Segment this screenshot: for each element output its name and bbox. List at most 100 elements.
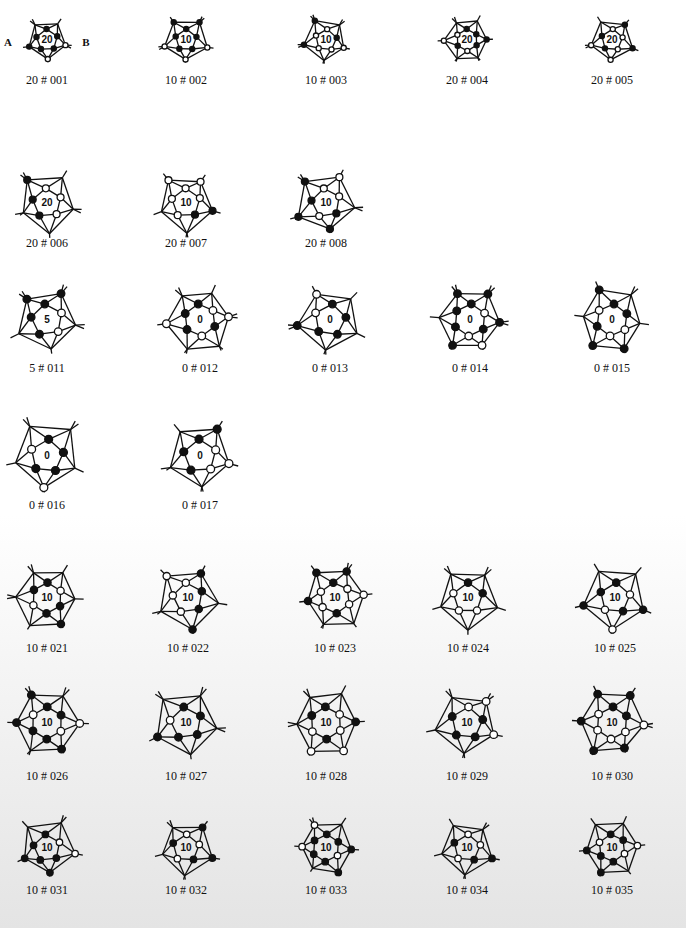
graph-vertex (41, 300, 49, 308)
graph-edge (17, 695, 32, 723)
configuration-graph (161, 421, 238, 492)
graph-vertex (13, 719, 21, 727)
configuration-caption: 0 # 017 (182, 499, 218, 511)
graph-edge (27, 751, 30, 754)
charge-number: 0 (467, 315, 473, 325)
graph-edge (598, 694, 631, 695)
graph-vertex (478, 342, 486, 350)
graph-vertex (225, 313, 233, 321)
graph-vertex (465, 48, 470, 53)
graph-vertex (607, 735, 615, 743)
configuration-caption: 0 # 014 (452, 362, 488, 374)
graph-edge (321, 624, 324, 628)
configuration-graph (6, 417, 83, 492)
configuration-caption: 10 # 024 (447, 642, 489, 654)
graph-edge (180, 429, 217, 432)
configuration-caption: 0 # 012 (182, 362, 218, 374)
graph-edge (324, 350, 326, 354)
configuration-graph (438, 15, 493, 61)
graph-vertex (441, 38, 446, 43)
graph-vertex (484, 290, 492, 298)
charge-number: 10 (320, 198, 331, 208)
graph-vertex (36, 212, 43, 219)
graph-edge (62, 723, 80, 749)
graph-edge (217, 728, 225, 732)
graph-edge (161, 576, 167, 611)
graph-vertex (471, 856, 477, 862)
graph-edge (323, 623, 353, 625)
graph-vertex (595, 710, 603, 718)
graph-vertex (606, 332, 614, 340)
graph-edge (323, 61, 325, 64)
graph-edge (485, 569, 492, 575)
graph-vertex (51, 46, 56, 51)
graph-edge (594, 564, 599, 572)
graph-vertex (55, 34, 60, 39)
configuration-caption: 0 # 015 (594, 362, 630, 374)
charge-number: 10 (41, 843, 52, 853)
graph-vertex (329, 300, 337, 308)
graph-vertex (63, 43, 68, 48)
graph-edge (315, 21, 340, 25)
graph-vertex (197, 178, 204, 185)
graph-vertex (44, 27, 49, 32)
vertex-letter: A (4, 37, 12, 48)
graph-vertex (343, 568, 350, 575)
graph-vertex (311, 822, 317, 828)
graph-vertex (590, 747, 598, 755)
graph-edge (63, 689, 69, 696)
graph-edge (30, 749, 61, 751)
graph-vertex (301, 42, 306, 47)
graph-vertex (333, 610, 340, 617)
graph-edge (63, 565, 68, 572)
graph-vertex (639, 606, 646, 613)
charge-number: 20 (606, 35, 617, 45)
graph-vertex (335, 839, 341, 845)
graph-vertex (317, 588, 324, 595)
graph-vertex (299, 843, 305, 849)
graph-edge (76, 325, 84, 329)
graph-vertex (595, 307, 603, 315)
graph-vertex (53, 855, 59, 861)
graph-vertex (455, 855, 461, 861)
graph-vertex (479, 716, 487, 724)
graph-edge (27, 178, 62, 180)
graph-edge (631, 289, 638, 295)
graph-edge (316, 571, 346, 572)
graph-edge (50, 349, 52, 354)
graph-vertex (451, 839, 457, 845)
graph-vertex (182, 579, 189, 586)
configuration-graph (155, 820, 220, 879)
configuration-graph (149, 687, 226, 759)
graph-edge (27, 626, 29, 630)
graph-edge (594, 748, 625, 751)
graph-vertex (163, 572, 170, 579)
graph-edge (154, 212, 162, 215)
graph-vertex (620, 837, 626, 843)
graph-vertex (594, 726, 602, 734)
charge-number: 10 (180, 35, 191, 45)
configuration-caption: 10 # 028 (305, 770, 347, 782)
graph-edge (61, 599, 75, 624)
configuration-graph (11, 285, 85, 354)
graph-edge (219, 346, 221, 350)
graph-edge (597, 17, 600, 22)
graph-vertex (584, 847, 590, 853)
graph-vertex (194, 300, 202, 308)
graph-vertex (304, 597, 311, 604)
graph-vertex (30, 586, 37, 593)
graph-vertex (198, 332, 206, 340)
configuration-graph (575, 564, 651, 634)
graph-edge (631, 295, 640, 324)
graph-edge (455, 59, 457, 62)
graph-vertex (190, 856, 196, 862)
graph-edge (158, 737, 191, 755)
graph-vertex (212, 446, 220, 454)
configuration-caption: 5 # 011 (29, 362, 65, 374)
graph-vertex (615, 47, 620, 52)
graph-vertex (184, 27, 189, 32)
graph-vertex (474, 43, 479, 48)
graph-vertex (57, 727, 65, 735)
graph-vertex (329, 47, 334, 52)
graph-edge (584, 605, 613, 629)
